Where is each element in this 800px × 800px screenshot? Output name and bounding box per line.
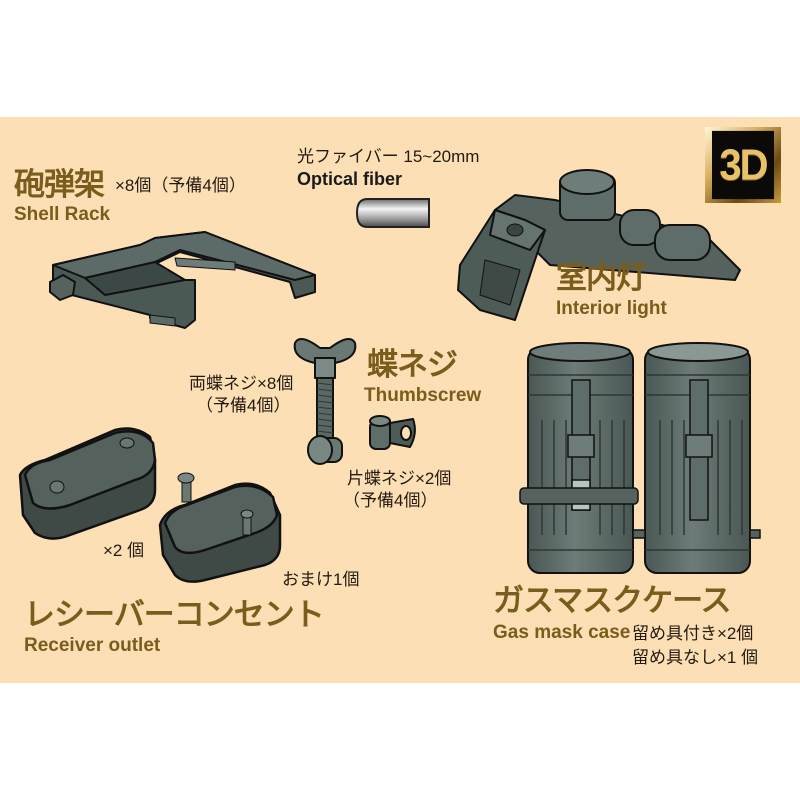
optical-fiber-label-jp: 光ファイバー 15~20mm	[297, 147, 480, 166]
receiver-outlet-quantity: ×2 個	[103, 541, 145, 560]
gas-mask-case-without-clasp: 留め具なし×1 個	[632, 648, 759, 667]
receiver-outlet-title-en: Receiver outlet	[24, 635, 161, 656]
double-wing-quantity: 両蝶ネジ×8個	[189, 374, 294, 393]
interior-light-title-en: Interior light	[556, 298, 667, 319]
interior-light-title-jp: 室内灯	[556, 260, 647, 296]
thumbscrew-title-jp: 蝶ネジ	[367, 347, 458, 383]
3d-badge: 3D	[705, 127, 781, 203]
shell-rack-title-en: Shell Rack	[14, 204, 111, 225]
single-wing-quantity: 片蝶ネジ×2個	[347, 469, 452, 488]
thumbscrew-double-illustration	[293, 338, 357, 465]
receiver-outlet-illustration	[18, 427, 282, 583]
interior-light-illustration	[457, 169, 741, 321]
gas-mask-case-title-jp: ガスマスクケース	[493, 583, 732, 619]
receiver-outlet-bonus: おまけ1個	[282, 570, 360, 589]
shell-rack-title-jp: 砲弾架	[14, 167, 105, 203]
optical-fiber-illustration	[355, 198, 430, 228]
receiver-outlet-title-jp: レシーバーコンセント	[24, 597, 325, 633]
thumbscrew-single-illustration	[369, 415, 416, 450]
3d-badge-label: 3D	[712, 130, 774, 200]
shell-rack-quantity: ×8個（予備4個）	[115, 176, 246, 195]
gas-mask-case-illustration	[519, 342, 761, 574]
gas-mask-case-with-clasp: 留め具付き×2個	[632, 624, 754, 643]
double-wing-spare: （予備4個）	[196, 396, 291, 415]
thumbscrew-title-en: Thumbscrew	[364, 385, 482, 406]
optical-fiber-title-en: Optical fiber	[297, 169, 403, 189]
shell-rack-illustration	[49, 231, 316, 329]
single-wing-spare: （予備4個）	[343, 491, 438, 510]
gas-mask-case-title-en: Gas mask case	[493, 622, 631, 643]
